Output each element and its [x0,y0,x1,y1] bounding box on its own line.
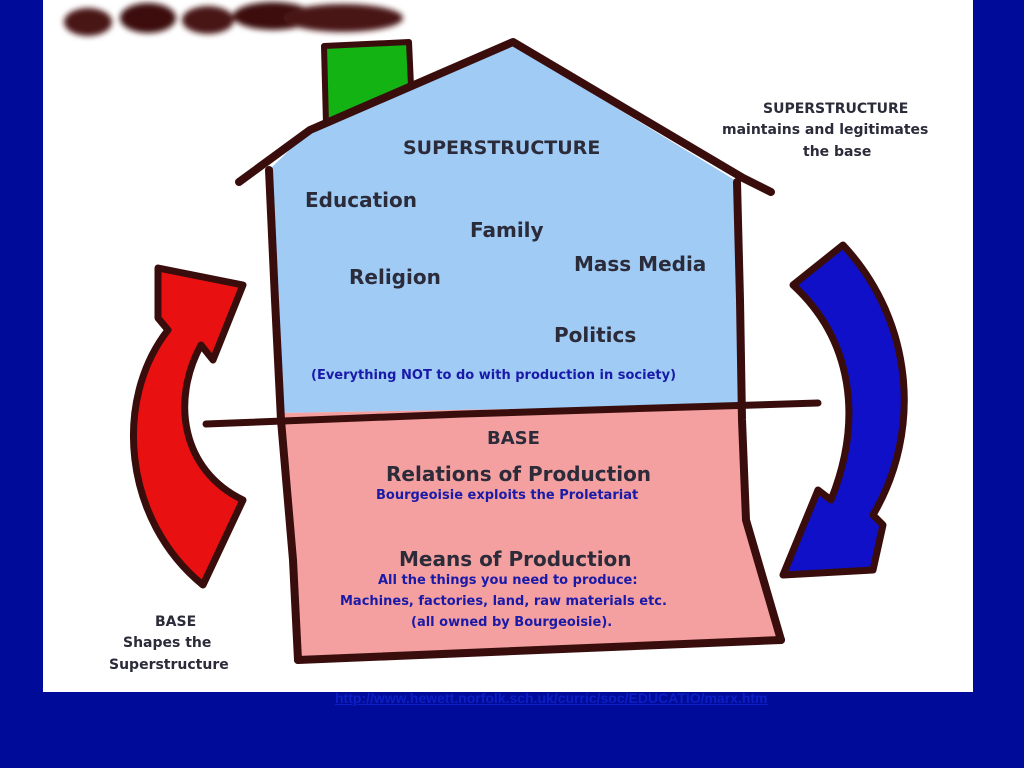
right-wall [733,178,785,644]
left-caption-line-2: Shapes the [123,635,212,651]
source-url-link[interactable]: http://www.hewett.norfolk.sch.uk/curric/… [335,690,768,706]
floor-line [294,636,785,664]
divider-line [202,399,822,428]
item-religion: Religion [349,265,441,289]
smoke-icon [64,2,403,36]
item-education: Education [305,188,417,212]
item-politics: Politics [554,323,637,347]
means-line-2: Machines, factories, land, raw materials… [340,594,667,609]
left-caption-line-3: Superstructure [109,657,229,673]
base-heading: BASE [487,428,540,449]
relations-title: Relations of Production [386,462,652,486]
means-line-3: (all owned by Bourgeoisie). [411,615,613,630]
superstructure-heading: SUPERSTRUCTURE [403,137,601,159]
item-family: Family [470,218,544,242]
curved-arrow-down-icon [779,241,908,579]
roof-outline [235,38,775,196]
means-line-1: All the things you need to produce: [378,573,638,588]
curved-arrow-up-icon [130,264,247,589]
house-diagram [64,2,908,664]
left-caption-line-1: BASE [155,614,197,630]
right-caption-line-2: maintains and legitimates [722,122,929,138]
superstructure-area [269,45,740,413]
right-caption-line-1: SUPERSTRUCTURE [763,101,909,117]
superstructure-note: (Everything NOT to do with production in… [311,368,677,383]
item-mass-media: Mass Media [574,252,707,276]
base-area [279,405,781,660]
right-caption-line-3: the base [803,144,872,160]
diagram-panel: SUPERSTRUCTURE Education Family Mass Med… [43,0,973,692]
means-title: Means of Production [399,547,632,571]
relations-desc: Bourgeoisie exploits the Proletariat [376,488,639,503]
